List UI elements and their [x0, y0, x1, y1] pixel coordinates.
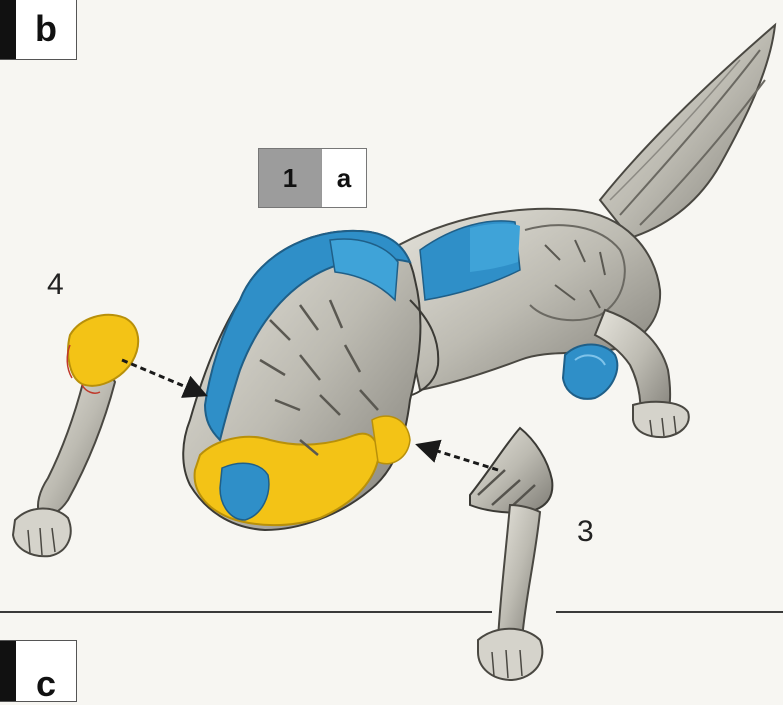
assembly-figure	[0, 0, 783, 686]
callout-part-3: 3	[577, 515, 594, 549]
panel-label-block	[0, 0, 16, 59]
step-letter: a	[321, 149, 366, 207]
panel-label-b: b	[0, 0, 77, 60]
tail-wing	[600, 25, 775, 238]
panel-label-text: b	[16, 0, 76, 59]
detached-leg-right	[470, 428, 552, 680]
torso	[390, 209, 660, 390]
panel-label-block	[0, 641, 16, 701]
panel-label-text: c	[16, 641, 76, 701]
step-number: 1	[259, 149, 321, 207]
detached-leg-left	[13, 315, 138, 556]
blue-joint	[563, 344, 617, 398]
central-part	[183, 231, 438, 530]
step-badge: 1 a	[258, 148, 367, 208]
panel-label-c: c	[0, 640, 77, 702]
arrow-part-3	[418, 445, 498, 470]
arrow-part-4	[122, 360, 205, 395]
callout-part-4: 4	[47, 268, 64, 302]
